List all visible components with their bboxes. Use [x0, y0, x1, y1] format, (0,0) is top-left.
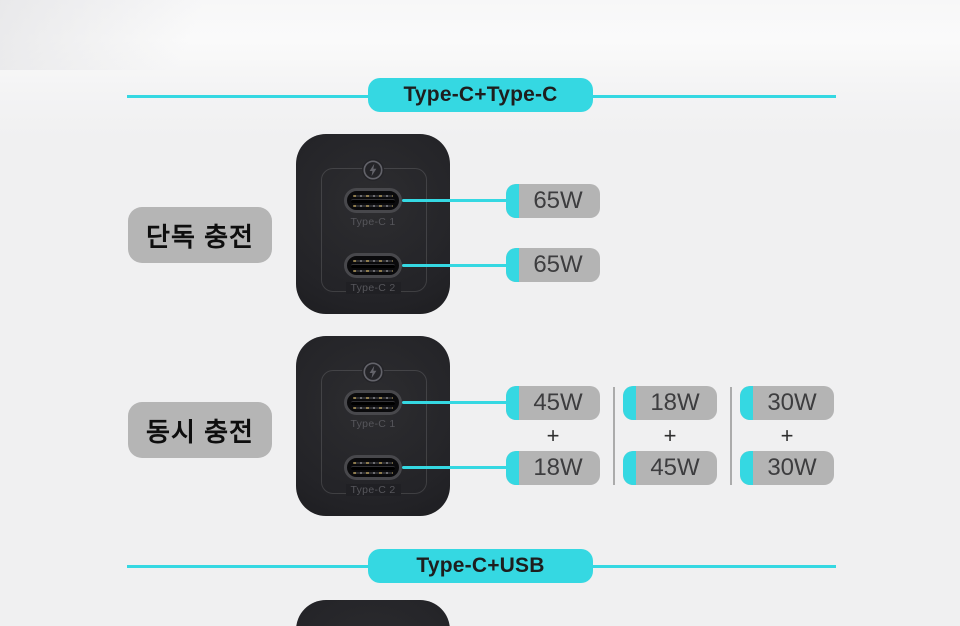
port-pins [353, 269, 393, 272]
accent-bar [506, 451, 519, 485]
usb-c-port-2 [344, 455, 402, 480]
port-slot [351, 198, 395, 203]
callout-line-port1 [402, 199, 508, 202]
usb-c-port-1 [344, 390, 402, 415]
plus-sign: + [780, 423, 794, 448]
port-slot [351, 400, 395, 405]
power-badge-65w-top: 65W [506, 184, 600, 218]
header-line-right [593, 565, 836, 568]
power-badge-combo3-bottom: 30W [740, 451, 834, 485]
side-label-single-charge: 단독 충전 [128, 207, 272, 263]
callout-line-port2 [402, 466, 508, 469]
power-badge-combo1-bottom: 18W [506, 451, 600, 485]
background-corner-shadow [0, 0, 460, 70]
accent-bar [506, 248, 519, 282]
charger-image-single: Type-C 1 Type-C 2 [296, 134, 450, 314]
usb-c-port-1 [344, 188, 402, 213]
usb-c-port-2 [344, 253, 402, 278]
callout-line-port2 [402, 264, 508, 267]
callout-line-port1 [402, 401, 508, 404]
port-pins [353, 396, 393, 399]
accent-bar [623, 386, 636, 420]
column-divider [613, 387, 615, 485]
plus-sign: + [663, 423, 677, 448]
port-pins [353, 204, 393, 207]
port-2-label: Type-C 2 [296, 282, 450, 294]
power-badge-65w-bottom: 65W [506, 248, 600, 282]
header-line-right [593, 95, 836, 98]
accent-bar [506, 386, 519, 420]
power-badge-combo3-top: 30W [740, 386, 834, 420]
port-pins [353, 406, 393, 409]
port-1-label: Type-C 1 [350, 418, 396, 430]
charger-image-partial [296, 600, 450, 626]
quick-charge-bolt-icon [362, 361, 384, 383]
port-pins [353, 194, 393, 197]
port-pins [353, 259, 393, 262]
accent-bar [740, 451, 753, 485]
plus-sign: + [546, 423, 560, 448]
power-badge-combo2-bottom: 45W [623, 451, 717, 485]
power-badge-combo2-top: 18W [623, 386, 717, 420]
accent-bar [740, 386, 753, 420]
port-2-label: Type-C 2 [296, 484, 450, 496]
port-slot [351, 465, 395, 470]
charger-image-dual: Type-C 1 Type-C 2 [296, 336, 450, 516]
port-pins [353, 471, 393, 474]
power-badge-combo1-top: 45W [506, 386, 600, 420]
section-header-typec-usb: Type-C+USB [368, 549, 593, 583]
port-1-label: Type-C 1 [350, 216, 396, 228]
header-line-left [127, 565, 368, 568]
accent-bar [506, 184, 519, 218]
port-slot [351, 263, 395, 268]
accent-bar [623, 451, 636, 485]
section-header-typec-typec: Type-C+Type-C [368, 78, 593, 112]
column-divider [730, 387, 732, 485]
side-label-dual-charge: 동시 충전 [128, 402, 272, 458]
quick-charge-bolt-icon [362, 159, 384, 181]
port-pins [353, 461, 393, 464]
header-line-left [127, 95, 368, 98]
